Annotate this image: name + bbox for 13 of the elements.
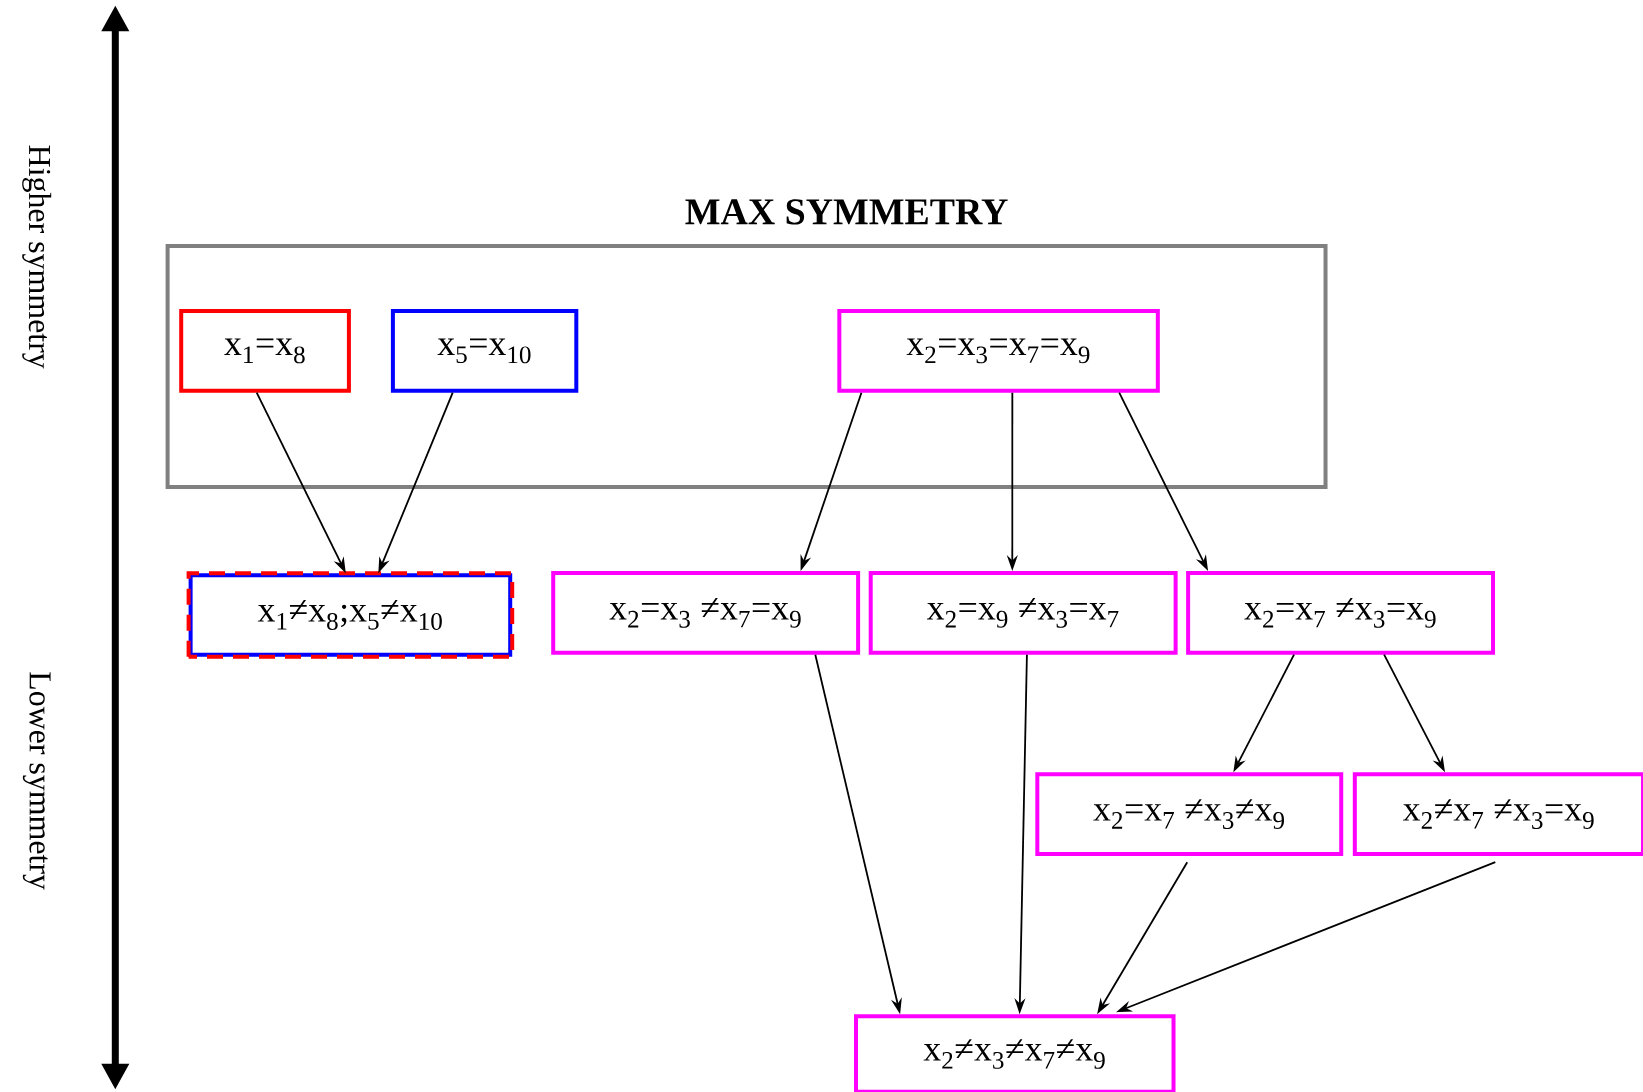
state-box: x$_{2}$=x$_{7}$ ≠x$_{3}$=x$_{9}$: [1186, 571, 1495, 655]
state-box: x$_{5}$=x$_{10}$: [390, 309, 579, 393]
axis-label: Lower symmetry: [22, 672, 51, 890]
state-box: x$_{2}$=x$_{7}$ ≠x$_{3}$≠x$_{9}$: [1035, 772, 1344, 856]
state-box: x$_{1}$≠x$_{8}$;x$_{5}$≠x$_{10}$: [186, 571, 515, 659]
state-box: x$_{2}$≠x$_{3}$≠x$_{7}$≠x$_{9}$: [854, 1014, 1176, 1092]
axis-label: Higher symmetry: [22, 145, 52, 369]
node-label: MAX SYMMETRY: [685, 199, 1008, 225]
state-box: x$_{2}$=x$_{3}$=x$_{7}$=x$_{9}$: [837, 309, 1160, 393]
state-box: x$_{2}$=x$_{3}$ ≠x$_{7}$=x$_{9}$: [551, 571, 861, 655]
state-box: x$_{1}$=x$_{8}$: [179, 309, 351, 393]
state-box: x$_{2}$=x$_{9}$ ≠x$_{3}$=x$_{7}$: [868, 571, 1178, 655]
state-box: x$_{2}$≠x$_{7}$ ≠x$_{3}$=x$_{9}$: [1352, 772, 1643, 856]
